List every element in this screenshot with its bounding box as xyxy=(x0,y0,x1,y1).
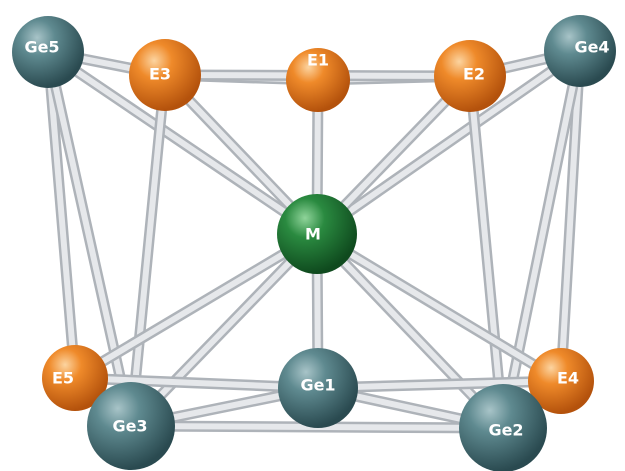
bond-e5-ge1 xyxy=(69,372,324,394)
atom-e2-label: E2 xyxy=(463,65,485,84)
bond-e2-ge2 xyxy=(464,70,509,434)
atom-m: M xyxy=(277,194,357,274)
atom-ge4: Ge4 xyxy=(544,15,616,87)
atom-e1-label: E1 xyxy=(307,51,329,70)
atom-e5: E5 xyxy=(42,345,108,411)
bond-ge4-ge2 xyxy=(497,45,586,434)
bond-m-ge3 xyxy=(125,228,323,432)
bond-m-e4 xyxy=(311,228,567,387)
bond-ge4-m xyxy=(311,45,586,240)
atom-e4: E4 xyxy=(528,348,594,414)
atom-e2: E2 xyxy=(434,40,506,112)
bond-e3-ge3 xyxy=(125,69,171,432)
atom-ge1: Ge1 xyxy=(278,348,358,428)
bond-ge5-ge3 xyxy=(42,46,137,432)
bond-m-ge2 xyxy=(311,228,509,434)
atom-ge2-label: Ge2 xyxy=(488,421,523,440)
atom-e3: E3 xyxy=(129,39,201,111)
bond-ge5-m xyxy=(42,46,323,240)
atom-e3-label: E3 xyxy=(149,65,171,84)
atom-m-label: M xyxy=(305,225,321,244)
atom-ge5: Ge5 xyxy=(12,16,84,88)
bond-m-e5 xyxy=(69,228,323,384)
atom-ge1-label: Ge1 xyxy=(300,376,335,395)
atom-ge3-label: Ge3 xyxy=(112,417,147,436)
atom-ge2: Ge2 xyxy=(459,384,547,471)
atoms-layer: Ge5 Ge4 E1 E3 E2 M Ge1 E5 xyxy=(12,15,616,471)
atom-ge5-label: Ge5 xyxy=(24,38,59,57)
bond-ge5-e5 xyxy=(42,46,81,384)
bond-ge1-e4 xyxy=(312,375,567,394)
atom-ge3: Ge3 xyxy=(87,382,175,470)
atom-e4-label: E4 xyxy=(557,369,579,388)
atom-e1: E1 xyxy=(286,48,350,112)
atom-ge4-label: Ge4 xyxy=(574,38,609,57)
atom-e5-label: E5 xyxy=(52,369,74,388)
bond-ge4-e4 xyxy=(555,45,586,387)
